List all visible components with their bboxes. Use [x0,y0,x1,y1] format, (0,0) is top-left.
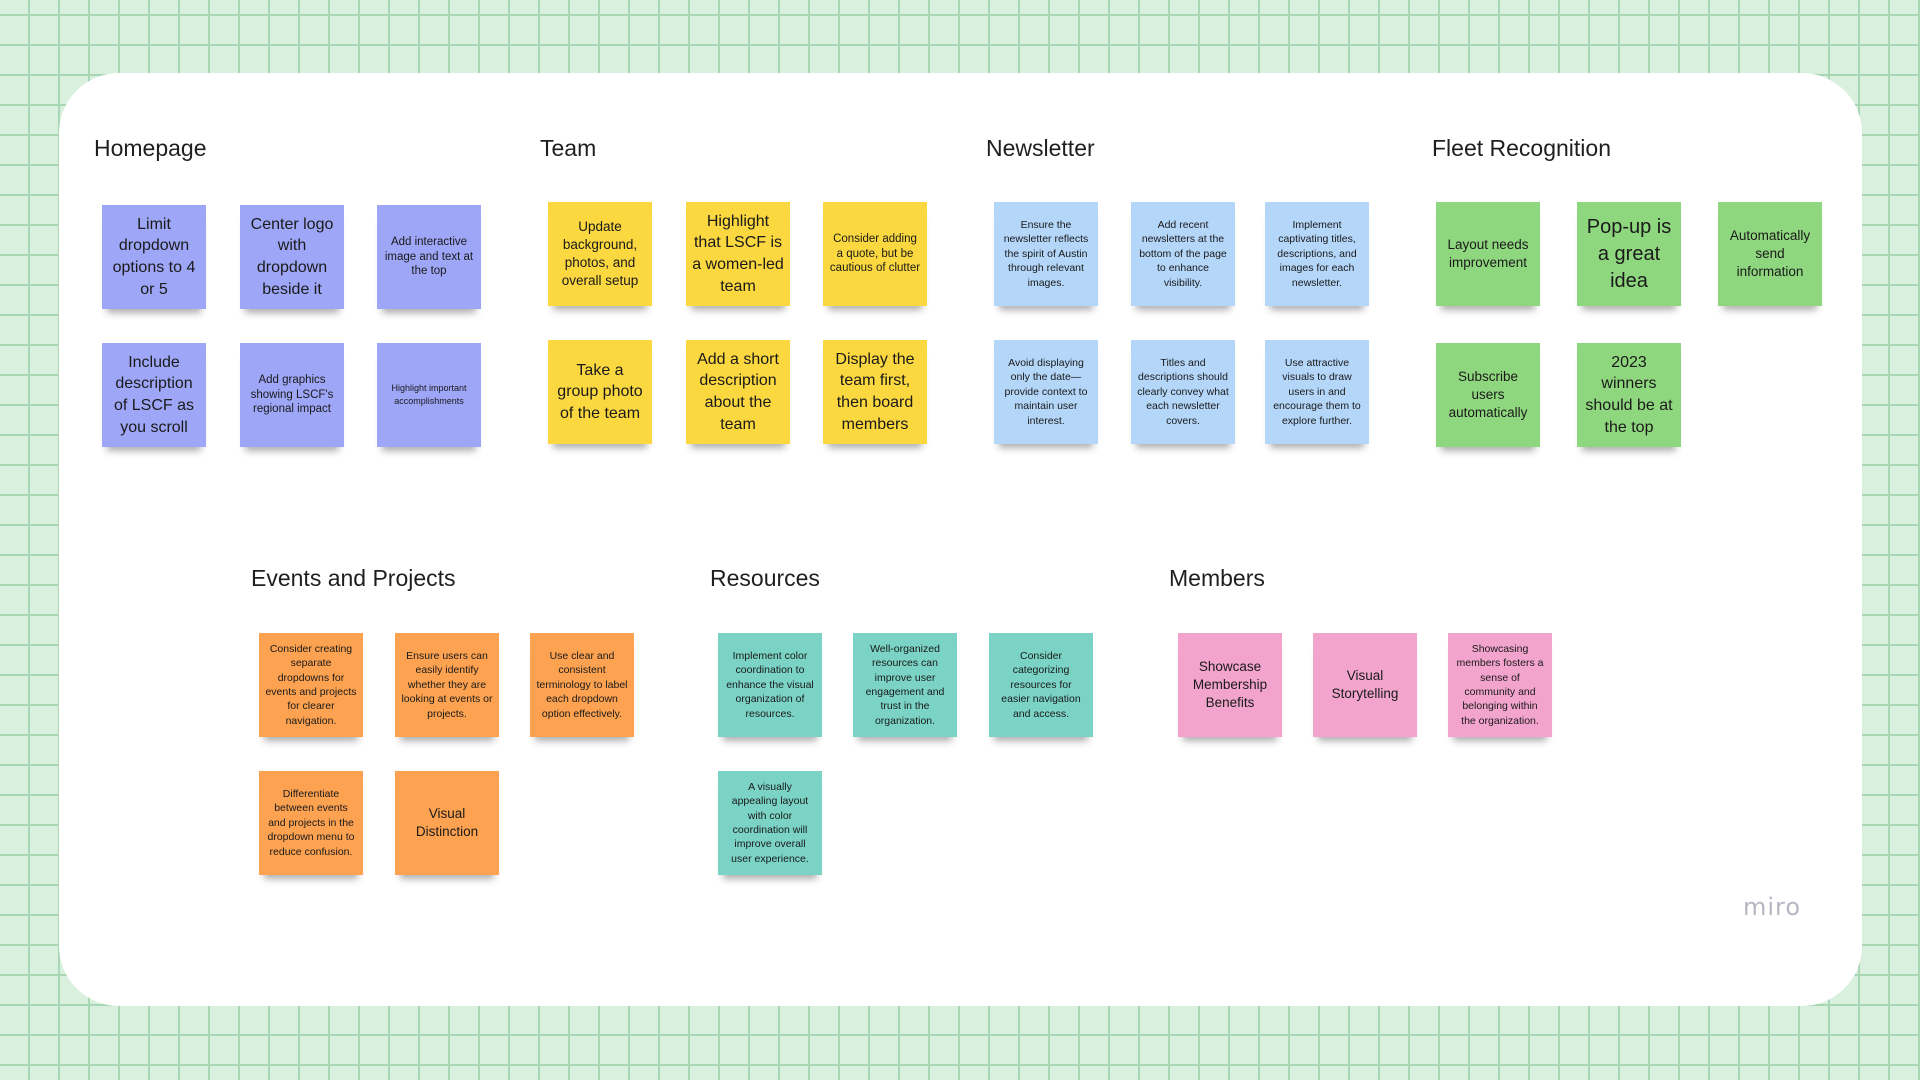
sticky-note[interactable]: Pop-up is a great idea [1577,202,1681,306]
sticky-note[interactable]: Implement captivating titles, descriptio… [1265,202,1369,306]
section-title-homepage: Homepage [94,135,207,161]
sticky-note[interactable]: Visual Storytelling [1313,633,1417,737]
sticky-note[interactable]: Consider creating separate dropdowns for… [259,633,363,737]
sticky-note[interactable]: Highlight important accomplishments [377,343,481,447]
sticky-note[interactable]: Add a short description about the team [686,340,790,444]
sticky-note[interactable]: Visual Distinction [395,771,499,875]
sticky-note[interactable]: Ensure the newsletter reflects the spiri… [994,202,1098,306]
sticky-note[interactable]: Consider adding a quote, but be cautious… [823,202,927,306]
sticky-note[interactable]: Take a group photo of the team [548,340,652,444]
sticky-note[interactable]: Use attractive visuals to draw users in … [1265,340,1369,444]
sticky-note[interactable]: Implement color coordination to enhance … [718,633,822,737]
sticky-note[interactable]: Include description of LSCF as you scrol… [102,343,206,447]
section-title-resources: Resources [710,565,820,591]
section-title-newsletter: Newsletter [986,135,1095,161]
sticky-note[interactable]: Differentiate between events and project… [259,771,363,875]
sticky-note[interactable]: Avoid displaying only the date—provide c… [994,340,1098,444]
sticky-note[interactable]: Add recent newsletters at the bottom of … [1131,202,1235,306]
miro-logo: miro [1743,893,1802,921]
sticky-note[interactable]: Subscribe users automatically [1436,343,1540,447]
sticky-note[interactable]: Display the team first, then board membe… [823,340,927,444]
sticky-note[interactable]: Limit dropdown options to 4 or 5 [102,205,206,309]
section-title-fleet-recognition: Fleet Recognition [1432,135,1611,161]
sticky-note[interactable]: Consider categorizing resources for easi… [989,633,1093,737]
sticky-note[interactable]: Layout needs improvement [1436,202,1540,306]
section-title-events-and-projects: Events and Projects [251,565,456,591]
sticky-note[interactable]: Highlight that LSCF is a women-led team [686,202,790,306]
section-title-members: Members [1169,565,1265,591]
sticky-note[interactable]: Titles and descriptions should clearly c… [1131,340,1235,444]
section-title-team: Team [540,135,597,161]
sticky-note[interactable]: Add interactive image and text at the to… [377,205,481,309]
sticky-note[interactable]: Showcase Membership Benefits [1178,633,1282,737]
sticky-note[interactable]: Update background, photos, and overall s… [548,202,652,306]
sticky-note[interactable]: Center logo with dropdown beside it [240,205,344,309]
sticky-note[interactable]: Well-organized resources can improve use… [853,633,957,737]
sticky-note[interactable]: Showcasing members fosters a sense of co… [1448,633,1552,737]
sticky-note[interactable]: Ensure users can easily identify whether… [395,633,499,737]
sticky-note[interactable]: Add graphics showing LSCF's regional imp… [240,343,344,447]
sticky-note[interactable]: Automatically send information [1718,202,1822,306]
sticky-note[interactable]: 2023 winners should be at the top [1577,343,1681,447]
sticky-note[interactable]: A visually appealing layout with color c… [718,771,822,875]
sticky-note[interactable]: Use clear and consistent terminology to … [530,633,634,737]
